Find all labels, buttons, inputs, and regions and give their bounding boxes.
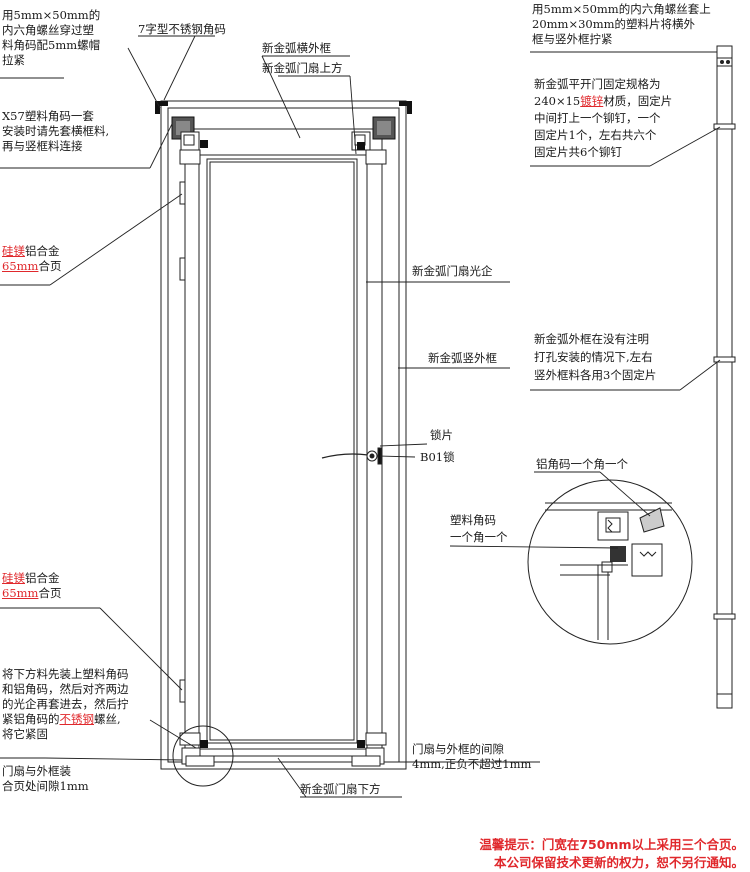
label-top-left-screw: 用5mm×50mm的 内六角螺丝穿过塑 料角码配5mm螺帽 拉紧 bbox=[2, 8, 101, 67]
label-outer-frame-side: 新金弧竖外框 bbox=[428, 351, 497, 365]
label-alu-corner: 铝角码一个角一个 bbox=[536, 457, 628, 471]
corner-block-bottom-right bbox=[351, 732, 387, 767]
label-plastic-corner: 塑料角码 一个角一个 bbox=[450, 513, 508, 544]
label-sash-top: 新金弧门扇上方 bbox=[262, 61, 343, 75]
corner-block-top-left bbox=[171, 116, 208, 165]
magnified-detail bbox=[527, 479, 693, 645]
label-lock: B01锁 bbox=[420, 450, 455, 464]
label-lock-plate: 锁片 bbox=[430, 428, 453, 442]
notice-line-2: 本公司保留技术更新的权力，恕不另行通知。 bbox=[493, 855, 744, 870]
label-gap-frame: 门扇与外框的间隙 4mm,正负不超过1mm bbox=[412, 742, 532, 771]
glass-panel bbox=[206, 158, 358, 744]
hinges bbox=[179, 181, 186, 703]
label-bottom-install: 将下方料先装上塑料角码 和铝角码，然后对齐两边 的光企再套进去，然后拧 紧铝角码… bbox=[2, 667, 129, 741]
label-x57-corner: X57塑料角码一套 安装时请先套横框料, 再与竖框料连接 bbox=[2, 109, 110, 153]
door-sash bbox=[184, 128, 383, 757]
label-gap-hinge: 门扇与外框装 合页处间隙1mm bbox=[2, 764, 89, 793]
outer-frame bbox=[160, 100, 407, 770]
label-right-fix: 新金弧平开门固定规格为 240×15镀锌材质，固定片 中间打上一个铆钉，一个 固… bbox=[534, 77, 673, 159]
side-view bbox=[713, 45, 736, 709]
corner-block-top-right bbox=[351, 116, 396, 165]
corner-block-bottom-left bbox=[179, 732, 215, 767]
bottom-corner-circle bbox=[172, 725, 234, 787]
leader-lines bbox=[0, 35, 721, 798]
label-sash-stile: 新金弧门扇光企 bbox=[412, 264, 493, 278]
label-right-top: 用5mm×50mm的内六角螺丝套上 20mm×30mm的塑料片将横外 框与竖外框… bbox=[532, 2, 711, 46]
label-outer-frame-top: 新金弧横外框 bbox=[262, 41, 331, 55]
label-sash-bottom: 新金弧门扇下方 bbox=[300, 782, 381, 796]
label-right-mid: 新金弧外框在没有注明 打孔安装的情况下,左右 竖外框料各用3个固定片 bbox=[534, 332, 657, 382]
notice-line-1: 温馨提示：门宽在750mm以上采用三个合页。 bbox=[479, 837, 744, 852]
label-hinge-1: 硅镁铝合金 65mm合页 bbox=[2, 244, 62, 273]
door-handle bbox=[321, 447, 382, 465]
label-hinge-2: 硅镁铝合金 65mm合页 bbox=[2, 571, 62, 600]
label-corner-7: 7字型不锈钢角码 bbox=[138, 22, 226, 36]
